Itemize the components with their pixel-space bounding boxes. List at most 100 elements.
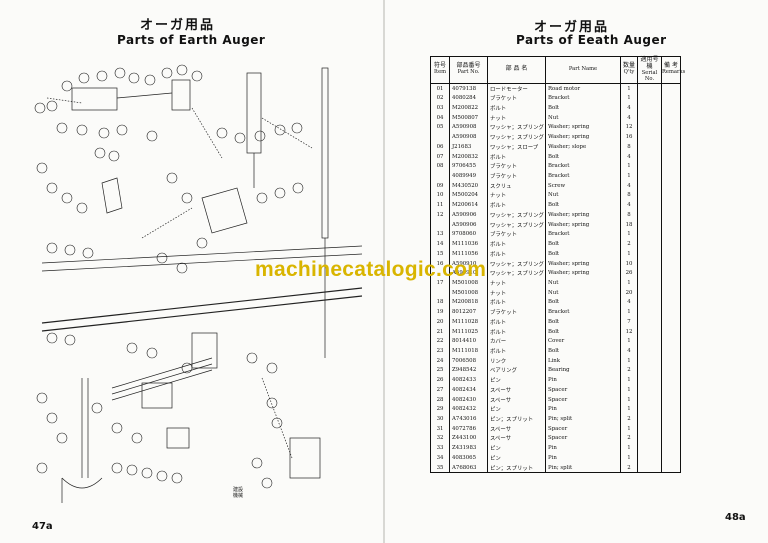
cell-serial — [637, 326, 662, 337]
cell-item: 23 — [430, 346, 450, 356]
cell-remarks — [661, 112, 681, 123]
cell-part-no: 9706455 — [449, 161, 488, 172]
cell-item: 04 — [430, 112, 450, 123]
cell-qty: 4 — [620, 200, 638, 211]
cell-part-name: Bolt — [545, 326, 621, 337]
cell-part-name: Pin — [545, 404, 621, 415]
cell-serial — [637, 161, 662, 172]
cell-part-name: Bolt — [545, 297, 621, 308]
cell-qty: 4 — [620, 112, 638, 123]
cell-part-no: M500204 — [449, 190, 488, 201]
cell-name-jp: ワッシャ；スプリング — [487, 219, 546, 230]
cell-qty: 1 — [620, 83, 638, 94]
cell-part-name: Cover — [545, 336, 621, 347]
cell-serial — [637, 423, 662, 434]
cell-item: 26 — [430, 375, 450, 385]
cell-name-jp: ボルト — [487, 151, 546, 162]
cell-remarks — [661, 151, 681, 162]
cell-part-name: Bolt — [545, 151, 621, 162]
cell-name-jp: ベアリング — [487, 365, 546, 376]
cell-qty: 2 — [620, 239, 638, 249]
cell-serial — [637, 171, 662, 181]
cell-remarks — [661, 190, 681, 201]
cell-name-jp: ナット — [487, 190, 546, 201]
cell-serial — [637, 316, 662, 327]
cell-remarks — [661, 316, 681, 327]
cell-remarks — [661, 443, 681, 454]
cell-remarks — [661, 219, 681, 230]
cell-remarks — [661, 355, 681, 366]
cell-qty: 1 — [620, 394, 638, 405]
exploded-parts-diagram — [22, 58, 364, 513]
cell-item: 32 — [430, 433, 450, 444]
cell-part-no: 4080284 — [449, 93, 488, 104]
cell-qty: 4 — [620, 103, 638, 113]
cell-remarks — [661, 394, 681, 405]
cell-qty: 4 — [620, 151, 638, 162]
cell-item: 03 — [430, 103, 450, 113]
cell-qty: 4 — [620, 346, 638, 356]
cell-item: 29 — [430, 404, 450, 415]
cell-serial — [637, 142, 662, 152]
cell-part-name: Pin — [545, 375, 621, 385]
cell-remarks — [661, 239, 681, 249]
cell-name-jp: ピン — [487, 375, 546, 385]
cell-part-no: 4082432 — [449, 404, 488, 415]
cell-qty: 10 — [620, 258, 638, 269]
cell-serial — [637, 200, 662, 211]
cell-part-no: Z443100 — [449, 433, 488, 444]
cell-remarks — [661, 278, 681, 288]
cell-item: 05 — [430, 122, 450, 133]
cell-serial — [637, 103, 662, 113]
cell-item: 10 — [430, 190, 450, 201]
cell-serial — [637, 414, 662, 424]
cell-qty: 1 — [620, 248, 638, 259]
cell-name-jp: ボルト — [487, 297, 546, 308]
cell-part-name: Bracket — [545, 229, 621, 240]
cell-name-jp: ワッシャ；スロープ — [487, 142, 546, 152]
cell-remarks — [661, 180, 681, 191]
cell-qty: 1 — [620, 161, 638, 172]
cell-name-jp: スペーサ — [487, 385, 546, 395]
cell-remarks — [661, 93, 681, 104]
cell-qty: 7 — [620, 316, 638, 327]
cell-serial — [637, 365, 662, 376]
cell-name-jp: ブラケット — [487, 93, 546, 104]
cell-qty: 1 — [620, 355, 638, 366]
cell-part-no: 4072786 — [449, 423, 488, 434]
cell-item: 31 — [430, 423, 450, 434]
cell-item: 20 — [430, 316, 450, 327]
cell-qty: 26 — [620, 268, 638, 279]
cell-item: 07 — [430, 151, 450, 162]
cell-part-name: Bolt — [545, 239, 621, 249]
cell-part-no: 4082434 — [449, 385, 488, 395]
cell-item: 02 — [430, 93, 450, 104]
cell-serial — [637, 151, 662, 162]
cell-part-name: Road motor — [545, 83, 621, 94]
cell-serial — [637, 229, 662, 240]
cell-qty: 2 — [620, 365, 638, 376]
cell-qty: 1 — [620, 93, 638, 104]
cell-part-no: A590906 — [449, 219, 488, 230]
cell-remarks — [661, 248, 681, 259]
diagram-stamp: 建設機械 — [233, 487, 244, 499]
cell-qty: 1 — [620, 443, 638, 454]
cell-qty: 2 — [620, 462, 638, 474]
cell-serial — [637, 462, 662, 474]
cell-name-jp: スペーサ — [487, 394, 546, 405]
